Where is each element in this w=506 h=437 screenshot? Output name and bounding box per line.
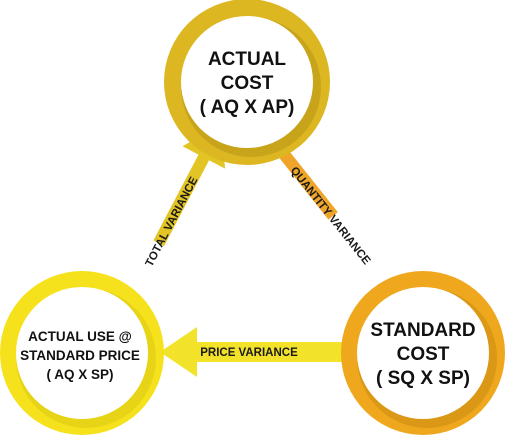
quantity-variance-label: QUANTITY VARIANCE	[288, 165, 373, 267]
price-variance-label: PRICE VARIANCE	[200, 347, 298, 359]
total-variance-label: TOTAL VARIANCE	[144, 175, 201, 269]
actual-cost-line1: ACTUAL	[208, 49, 286, 70]
actual-use-inner	[16, 287, 148, 419]
actual-use-node: ACTUAL USE @ STANDARD PRICE ( AQ X SP)	[0, 271, 164, 435]
standard-cost-line3: ( SQ X SP)	[376, 368, 470, 389]
actual-cost-inner	[181, 16, 313, 148]
price-variance-arrow-shape	[160, 327, 355, 377]
standard-cost-line1: STANDARD	[370, 320, 475, 341]
actual-cost-line3: ( AQ X AP)	[200, 97, 295, 118]
actual-use-line2: STANDARD PRICE	[20, 348, 140, 363]
actual-cost-node: ACTUAL COST ( AQ X AP)	[164, 0, 330, 165]
standard-cost-line2: COST	[397, 344, 450, 365]
actual-use-line1: ACTUAL USE @	[28, 329, 132, 344]
actual-cost-line2: COST	[221, 73, 274, 94]
standard-cost-inner	[357, 287, 489, 419]
price-variance-arrow: PRICE VARIANCE	[160, 327, 355, 377]
standard-cost-node: STANDARD COST ( SQ X SP)	[341, 271, 505, 435]
actual-use-line3: ( AQ X SP)	[46, 367, 113, 382]
